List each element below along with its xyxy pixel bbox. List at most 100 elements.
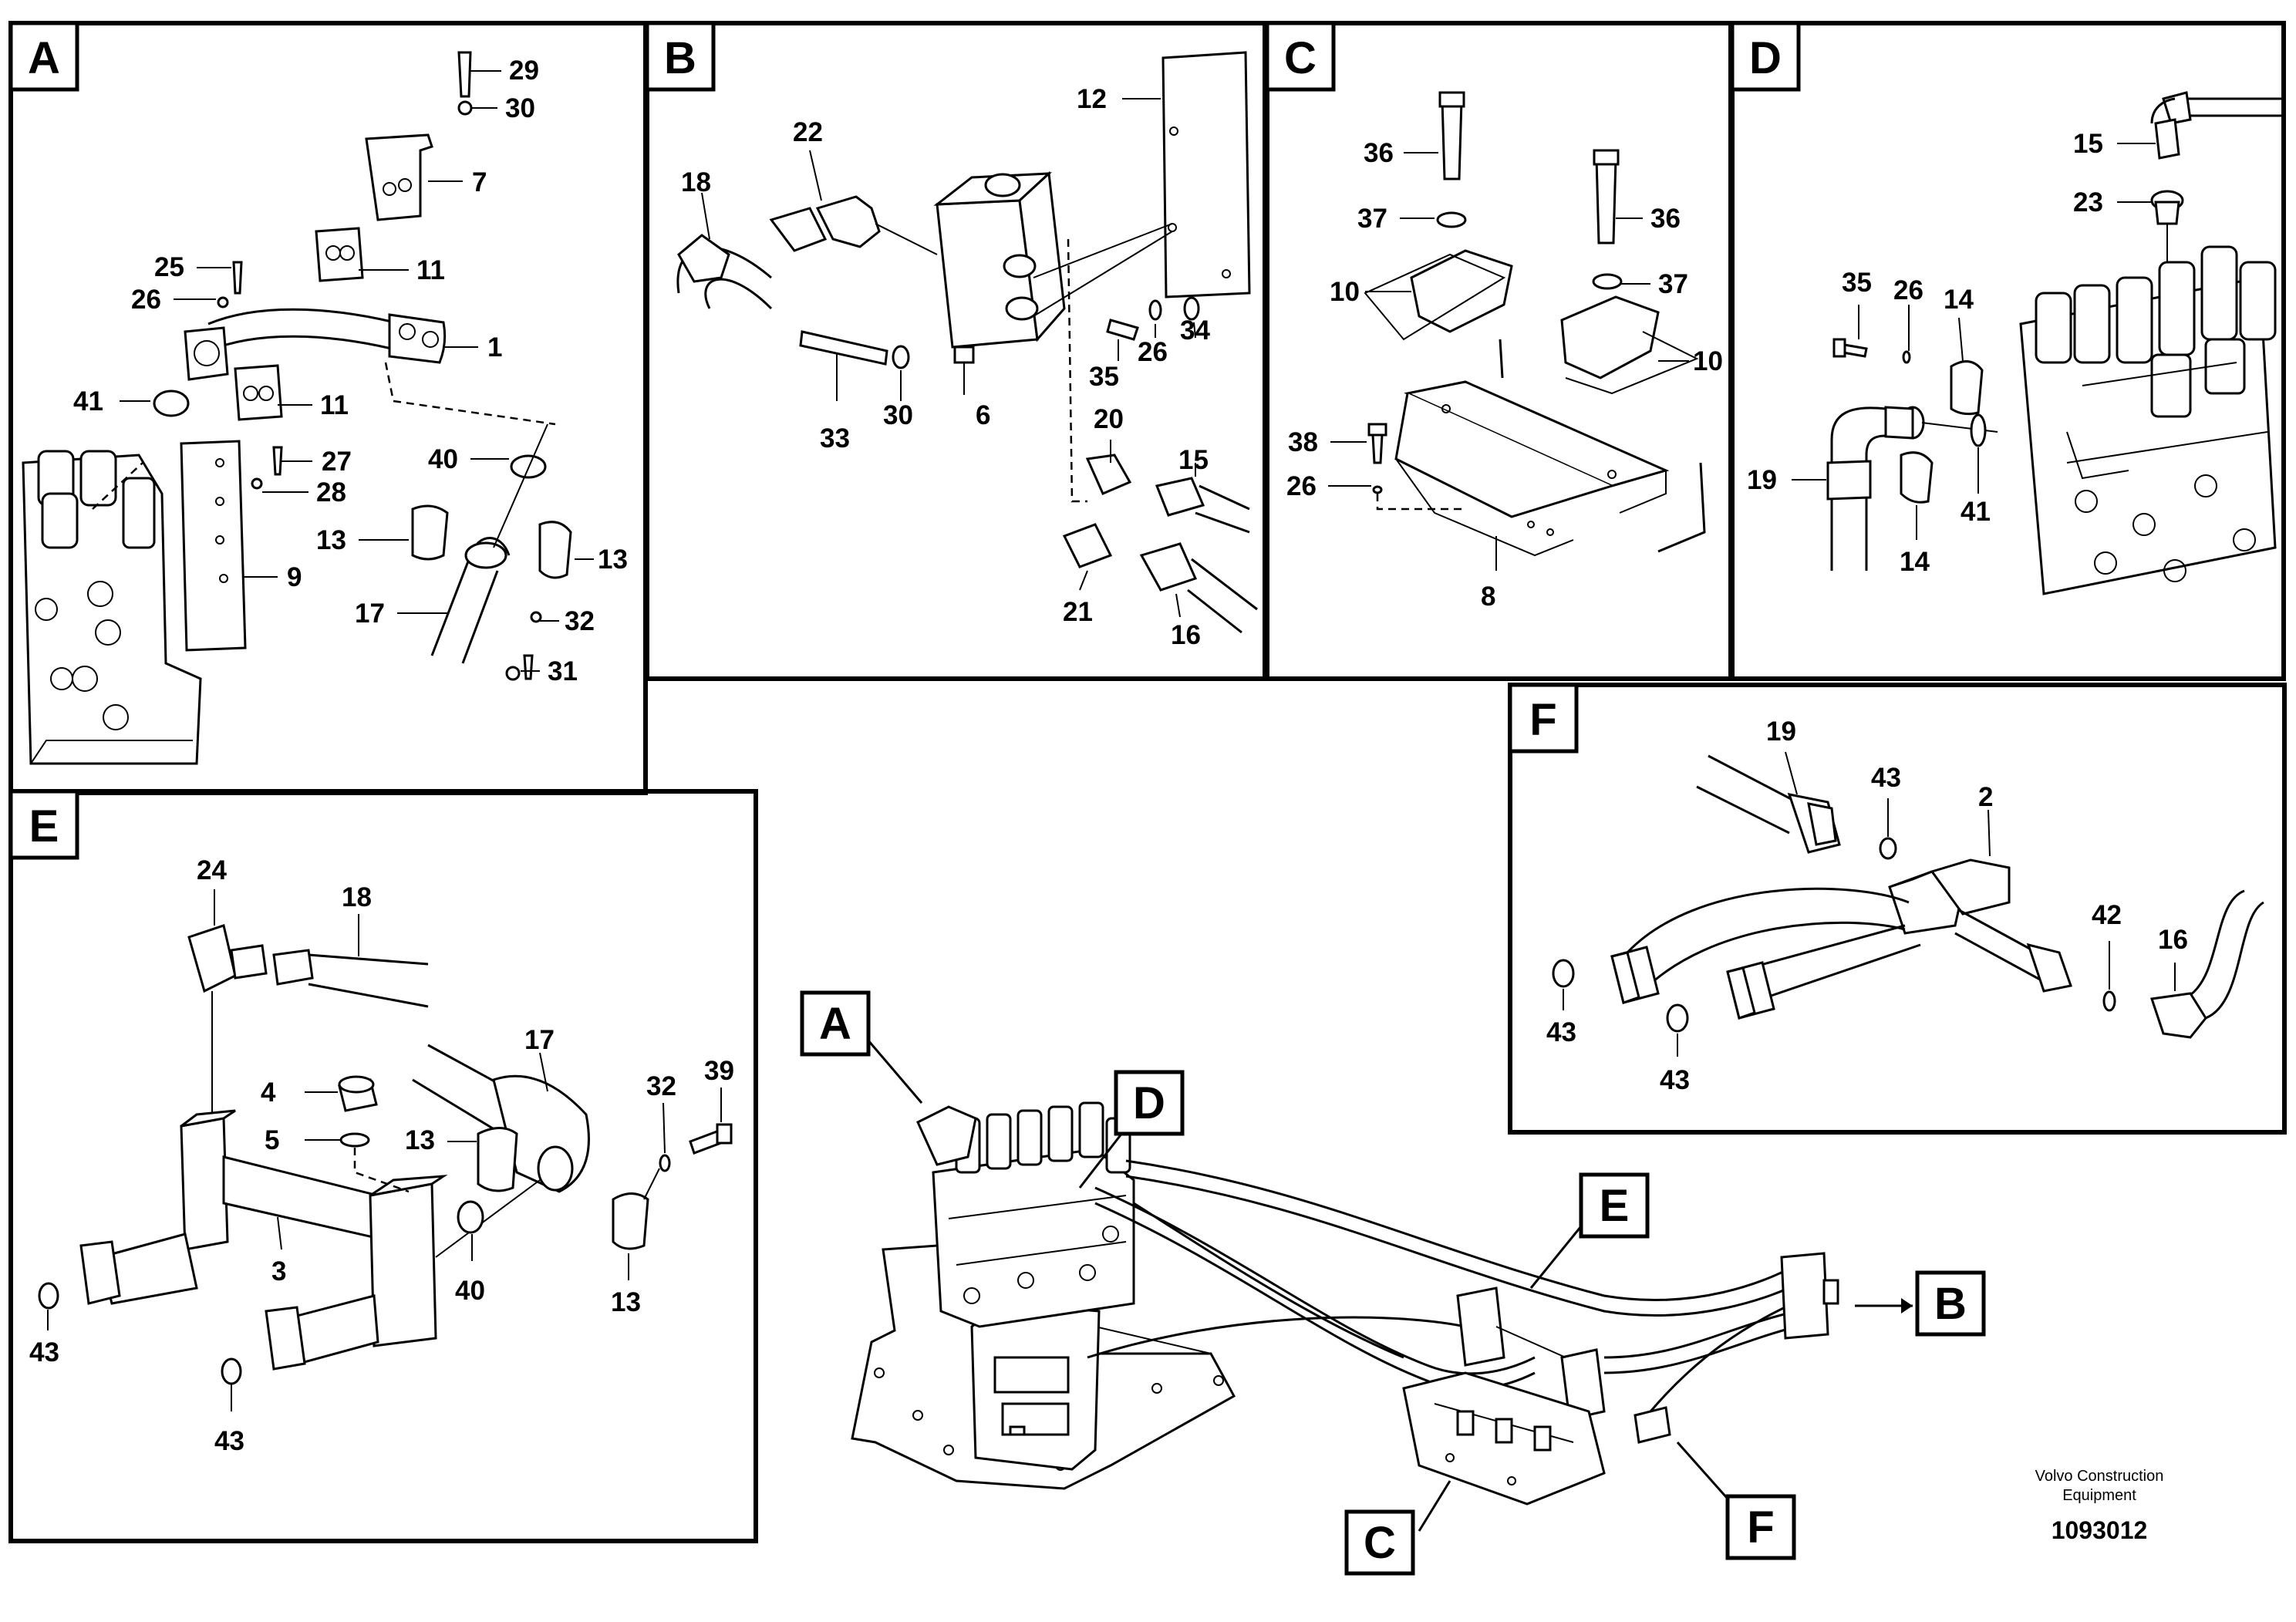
drawing-id: 1093012 bbox=[2052, 1516, 2148, 1544]
panel-f-drawing bbox=[1552, 754, 2264, 1039]
panel-c-drawing bbox=[1364, 91, 1706, 557]
part-callout-14: 14 bbox=[1944, 285, 1974, 315]
part-callout-43: 43 bbox=[29, 1337, 59, 1367]
part-callout-17: 17 bbox=[524, 1025, 555, 1055]
part-callout-34: 34 bbox=[1180, 315, 1210, 346]
panel-d-frame bbox=[1730, 21, 2286, 681]
panel-e-callouts: 24 18 17 4 39 32 5 13 3 40 13 43 43 bbox=[29, 855, 734, 1456]
part-callout-9: 9 bbox=[287, 562, 302, 592]
panel-f-frame bbox=[1508, 683, 2287, 1135]
brand-line-2: Equipment bbox=[2062, 1487, 2136, 1504]
overview-tag-f: F bbox=[1725, 1494, 1796, 1560]
panel-c-letter: C bbox=[1265, 21, 1336, 92]
panel-d-callouts: 15 23 35 26 14 19 41 14 bbox=[1747, 129, 2156, 577]
overview-tag-b: B bbox=[1915, 1270, 1986, 1337]
panel-c-frame bbox=[1265, 21, 1733, 681]
part-callout-10: 10 bbox=[1330, 277, 1360, 307]
part-callout-35: 35 bbox=[1089, 362, 1119, 392]
panel-b-callouts: 12 22 18 35 26 34 33 30 6 20 15 21 16 bbox=[681, 84, 1210, 650]
part-callout-27: 27 bbox=[322, 447, 352, 477]
overview-tag-a: A bbox=[800, 990, 871, 1057]
overview-tag-d: D bbox=[1114, 1070, 1185, 1136]
part-callout-15: 15 bbox=[2073, 129, 2103, 159]
part-callout-40: 40 bbox=[455, 1276, 485, 1306]
part-callout-43: 43 bbox=[214, 1426, 244, 1456]
part-callout-36: 36 bbox=[1650, 204, 1681, 234]
part-callout-17: 17 bbox=[355, 599, 385, 629]
part-callout-11: 11 bbox=[416, 255, 445, 285]
footer: Volvo Construction Equipment 1093012 bbox=[2035, 1468, 2164, 1544]
part-callout-18: 18 bbox=[342, 882, 372, 912]
part-callout-13: 13 bbox=[598, 545, 628, 575]
part-callout-19: 19 bbox=[1747, 465, 1777, 495]
part-callout-25: 25 bbox=[154, 252, 184, 282]
part-callout-12: 12 bbox=[1077, 84, 1107, 114]
panel-f-callouts: 19 43 2 42 16 43 43 bbox=[1546, 717, 2188, 1095]
part-callout-7: 7 bbox=[472, 167, 487, 197]
part-callout-39: 39 bbox=[704, 1056, 734, 1086]
part-callout-40: 40 bbox=[428, 444, 458, 474]
svg-text:B: B bbox=[1934, 1279, 1967, 1329]
svg-text:A: A bbox=[819, 999, 851, 1049]
part-callout-11: 11 bbox=[320, 390, 349, 420]
svg-text:D: D bbox=[1133, 1078, 1165, 1128]
part-callout-30: 30 bbox=[883, 400, 913, 430]
svg-text:F: F bbox=[1529, 695, 1556, 745]
part-callout-28: 28 bbox=[316, 477, 346, 508]
panel-e-frame bbox=[8, 789, 758, 1543]
brand-line-1: Volvo Construction bbox=[2035, 1468, 2164, 1485]
part-callout-41: 41 bbox=[1961, 497, 1991, 527]
panel-a-callouts: 29 30 7 25 26 11 1 41 11 27 28 9 40 13 1… bbox=[73, 56, 628, 686]
part-callout-23: 23 bbox=[2073, 187, 2103, 218]
part-callout-36: 36 bbox=[1364, 138, 1394, 168]
part-callout-26: 26 bbox=[131, 285, 161, 315]
part-callout-16: 16 bbox=[2158, 925, 2188, 955]
part-callout-37: 37 bbox=[1357, 204, 1387, 234]
part-callout-43: 43 bbox=[1546, 1017, 1576, 1047]
panel-b-letter: B bbox=[645, 21, 716, 92]
part-callout-5: 5 bbox=[265, 1125, 279, 1155]
panel-d-letter: D bbox=[1730, 21, 1801, 92]
part-callout-35: 35 bbox=[1842, 268, 1872, 298]
svg-text:C: C bbox=[1284, 33, 1317, 83]
part-callout-31: 31 bbox=[548, 656, 578, 686]
part-callout-1: 1 bbox=[487, 332, 502, 363]
part-callout-2: 2 bbox=[1978, 782, 1993, 812]
panel-e-letter: E bbox=[8, 789, 79, 860]
svg-text:C: C bbox=[1364, 1518, 1396, 1568]
part-callout-42: 42 bbox=[2092, 900, 2122, 930]
part-callout-26: 26 bbox=[1138, 337, 1168, 367]
part-callout-38: 38 bbox=[1288, 427, 1318, 457]
part-callout-4: 4 bbox=[261, 1077, 276, 1108]
part-callout-3: 3 bbox=[271, 1256, 286, 1286]
part-callout-22: 22 bbox=[793, 117, 823, 147]
part-callout-13: 13 bbox=[611, 1287, 641, 1317]
part-callout-24: 24 bbox=[197, 855, 227, 885]
svg-text:F: F bbox=[1747, 1502, 1774, 1553]
part-callout-19: 19 bbox=[1766, 717, 1796, 747]
part-callout-8: 8 bbox=[1481, 582, 1495, 612]
overview-machine-drawing bbox=[851, 1101, 1839, 1506]
panel-e-drawing bbox=[38, 924, 733, 1385]
part-callout-16: 16 bbox=[1171, 620, 1201, 650]
panel-a-drawing bbox=[22, 51, 572, 765]
overview-tag-e: E bbox=[1579, 1172, 1650, 1239]
svg-text:E: E bbox=[1600, 1181, 1630, 1231]
part-callout-18: 18 bbox=[681, 167, 711, 197]
panel-a-letter: A bbox=[8, 21, 79, 92]
overview-tag-c: C bbox=[1344, 1509, 1415, 1576]
panel-c-callouts: 36 37 36 10 37 10 38 26 8 bbox=[1286, 138, 1723, 612]
part-callout-29: 29 bbox=[509, 56, 539, 86]
panel-d-drawing bbox=[1826, 91, 2283, 595]
part-callout-43: 43 bbox=[1660, 1065, 1690, 1095]
svg-text:D: D bbox=[1749, 33, 1782, 83]
part-callout-15: 15 bbox=[1178, 445, 1209, 475]
panel-b-drawing bbox=[676, 51, 1258, 634]
part-callout-37: 37 bbox=[1658, 269, 1688, 299]
part-callout-26: 26 bbox=[1286, 471, 1317, 501]
part-callout-32: 32 bbox=[646, 1071, 676, 1101]
part-callout-6: 6 bbox=[976, 400, 990, 430]
svg-text:A: A bbox=[28, 33, 60, 83]
part-callout-13: 13 bbox=[405, 1125, 435, 1155]
